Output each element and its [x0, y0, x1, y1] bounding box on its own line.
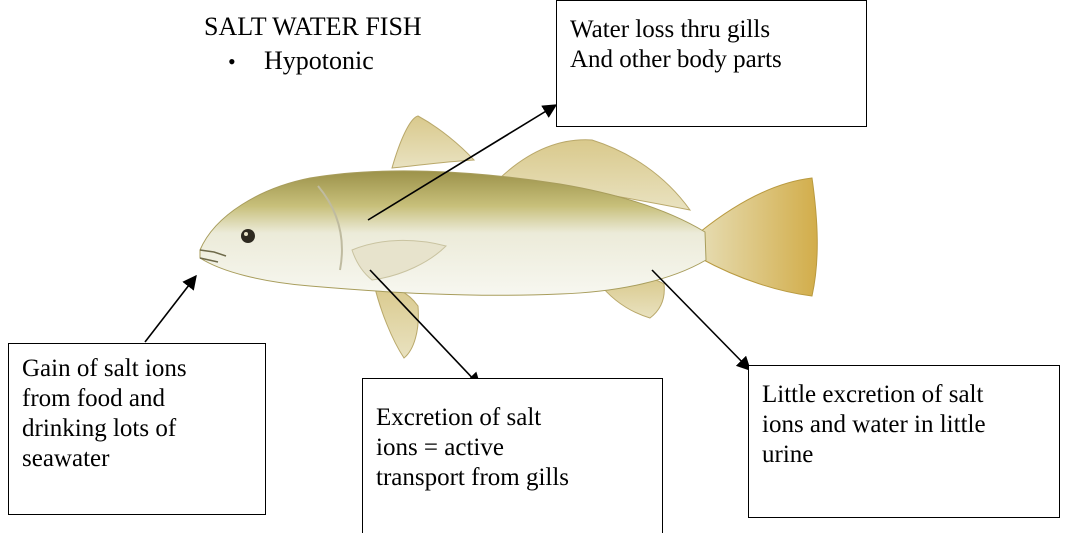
label-little-excretion: Little excretion of salt ions and water … [748, 365, 1060, 518]
arrow-to-little-excretion [652, 270, 750, 370]
fish-eye [241, 229, 255, 243]
label-line: And other body parts [570, 45, 856, 75]
label-line: Water loss thru gills [570, 15, 856, 45]
pelvic-fin [374, 284, 418, 358]
tail-fin [700, 178, 817, 296]
first-dorsal-fin [392, 116, 474, 168]
label-line: Little excretion of salt [762, 380, 1049, 410]
label-line: urine [762, 440, 1049, 470]
label-line: transport from gills [376, 463, 652, 493]
label-line: ions and water in little [762, 410, 1049, 440]
label-water-loss: Water loss thru gills And other body par… [556, 0, 867, 127]
label-line: Excretion of salt [376, 403, 652, 433]
label-excretion-salt-ions: Excretion of salt ions = active transpor… [362, 378, 663, 533]
arrow-gain-to-mouth [145, 276, 196, 342]
label-line: seawater [22, 444, 255, 474]
label-line: from food and [22, 384, 255, 414]
label-line: Gain of salt ions [22, 354, 255, 384]
fish-illustration [200, 116, 817, 358]
label-gain-salt-ions: Gain of salt ions from food and drinking… [8, 343, 266, 515]
label-line: drinking lots of [22, 414, 255, 444]
label-line: ions = active [376, 433, 652, 463]
